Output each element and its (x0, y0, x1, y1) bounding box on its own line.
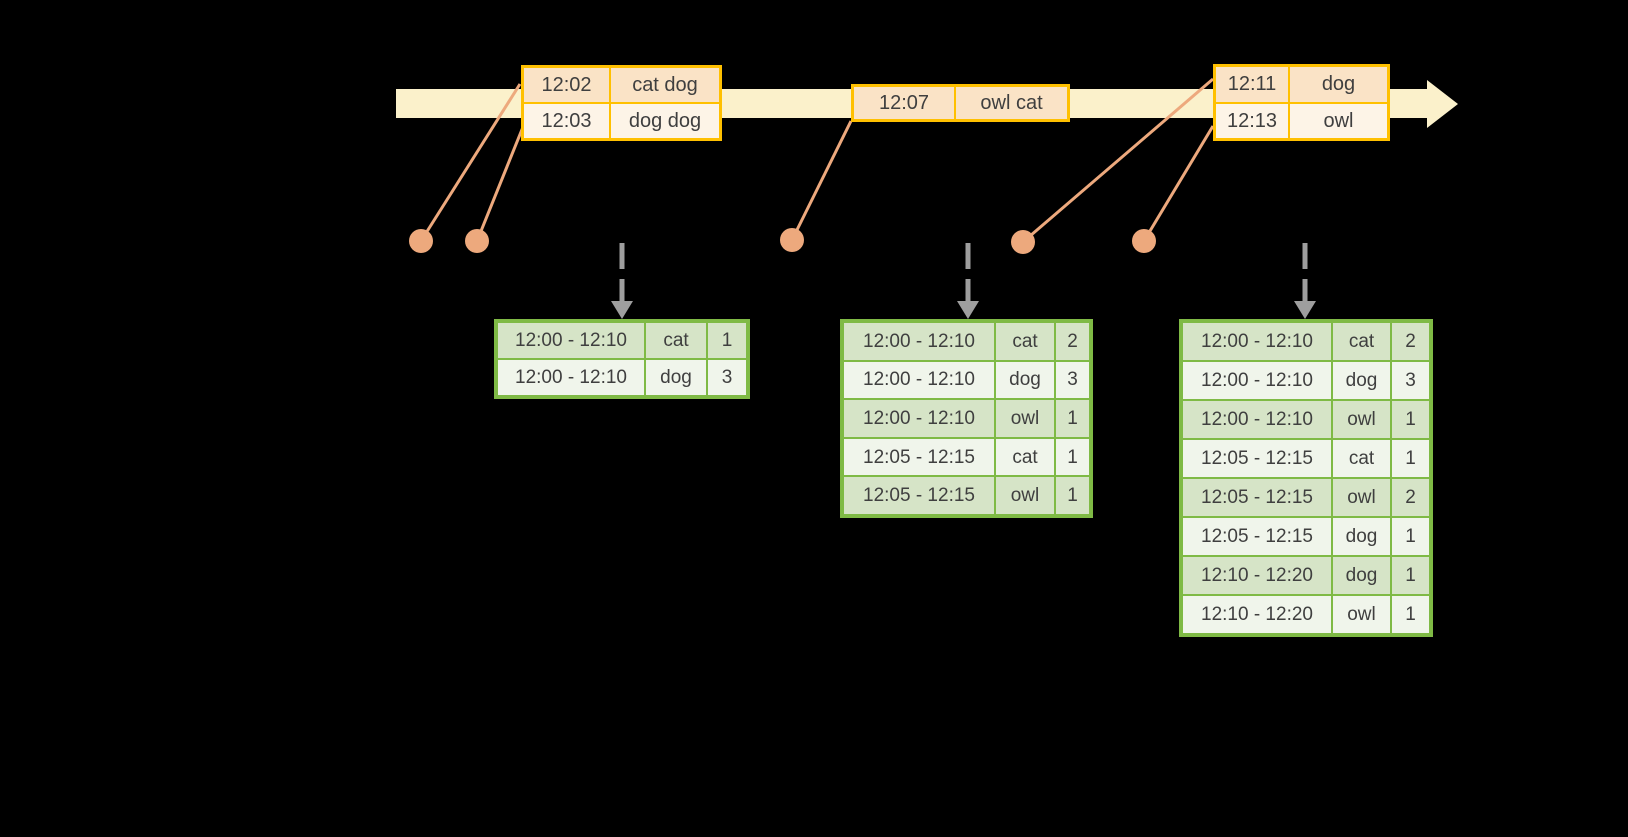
count-cell: 2 (1056, 323, 1089, 360)
window-cell: 12:05 - 12:15 (844, 438, 994, 476)
count-cell: 3 (1056, 361, 1089, 399)
word-cell: dog (1333, 557, 1390, 594)
event-time-cell: 12:03 (524, 104, 609, 138)
word-cell: cat (1333, 440, 1390, 477)
word-cell: owl (996, 477, 1054, 514)
word-cell: cat (996, 323, 1054, 360)
event-marker-dot (409, 229, 433, 253)
result-table-3: 12:00 - 12:10 cat 2 12:00 - 12:10 dog 3 … (1179, 319, 1433, 637)
event-time-cell: 12:07 (854, 87, 954, 119)
word-cell: cat (1333, 323, 1390, 360)
word-cell: dog (1333, 518, 1390, 555)
window-cell: 12:00 - 12:10 (1183, 362, 1331, 399)
trigger-arrowhead-icon (957, 301, 979, 319)
word-cell: owl (1333, 479, 1390, 516)
event-leader-line (1142, 125, 1215, 242)
count-cell: 2 (1392, 479, 1429, 516)
word-cell: cat (646, 323, 706, 358)
event-leader-line (1022, 77, 1214, 244)
count-cell: 1 (1392, 401, 1429, 438)
window-cell: 12:05 - 12:15 (1183, 518, 1331, 555)
count-cell: 3 (1392, 362, 1429, 399)
window-cell: 12:05 - 12:15 (844, 477, 994, 514)
count-cell: 2 (1392, 323, 1429, 360)
count-cell: 1 (708, 323, 746, 358)
event-leader-line (790, 120, 853, 241)
event-time-cell: 12:13 (1216, 103, 1288, 138)
word-cell: dog (996, 361, 1054, 399)
word-cell: cat (996, 438, 1054, 476)
window-cell: 12:00 - 12:10 (498, 323, 644, 358)
window-cell: 12:00 - 12:10 (498, 360, 644, 395)
word-cell: owl (996, 400, 1054, 437)
count-cell: 1 (1056, 400, 1089, 437)
word-cell: owl (1333, 596, 1390, 633)
window-cell: 12:10 - 12:20 (1183, 557, 1331, 594)
window-cell: 12:05 - 12:15 (1183, 440, 1331, 477)
event-time-cell: 12:02 (524, 68, 609, 102)
count-cell: 1 (1056, 438, 1089, 476)
event-words-cell: cat dog (611, 68, 719, 102)
count-cell: 1 (1392, 596, 1429, 633)
event-words-cell: dog (1290, 67, 1387, 102)
trigger-arrowhead-icon (611, 301, 633, 319)
count-cell: 3 (708, 360, 746, 395)
window-cell: 12:00 - 12:10 (844, 400, 994, 437)
count-cell: 1 (1056, 477, 1089, 514)
event-marker-dot (1132, 229, 1156, 253)
window-cell: 12:05 - 12:15 (1183, 479, 1331, 516)
event-marker-dot (1011, 230, 1035, 254)
result-table-2: 12:00 - 12:10 cat 2 12:00 - 12:10 dog 3 … (840, 319, 1093, 518)
word-cell: owl (1333, 401, 1390, 438)
event-marker-dot (780, 228, 804, 252)
count-cell: 1 (1392, 518, 1429, 555)
count-cell: 1 (1392, 440, 1429, 477)
window-cell: 12:00 - 12:10 (1183, 323, 1331, 360)
word-cell: dog (646, 360, 706, 395)
event-table-3: 12:11 dog 12:13 owl (1213, 64, 1390, 141)
trigger-arrowhead-icon (1294, 301, 1316, 319)
event-words-cell: owl cat (956, 87, 1067, 119)
word-cell: dog (1333, 362, 1390, 399)
event-marker-dot (465, 229, 489, 253)
window-cell: 12:00 - 12:10 (844, 361, 994, 399)
result-table-1: 12:00 - 12:10 cat 1 12:00 - 12:10 dog 3 (494, 319, 750, 399)
event-time-cell: 12:11 (1216, 67, 1288, 102)
event-table-1: 12:02 cat dog 12:03 dog dog (521, 65, 722, 141)
count-cell: 1 (1392, 557, 1429, 594)
event-words-cell: dog dog (611, 104, 719, 138)
window-cell: 12:00 - 12:10 (1183, 401, 1331, 438)
window-cell: 12:00 - 12:10 (844, 323, 994, 360)
event-table-2: 12:07 owl cat (851, 84, 1070, 122)
event-words-cell: owl (1290, 103, 1387, 138)
event-leader-line (419, 83, 522, 242)
event-leader-line (475, 126, 525, 242)
window-cell: 12:10 - 12:20 (1183, 596, 1331, 633)
